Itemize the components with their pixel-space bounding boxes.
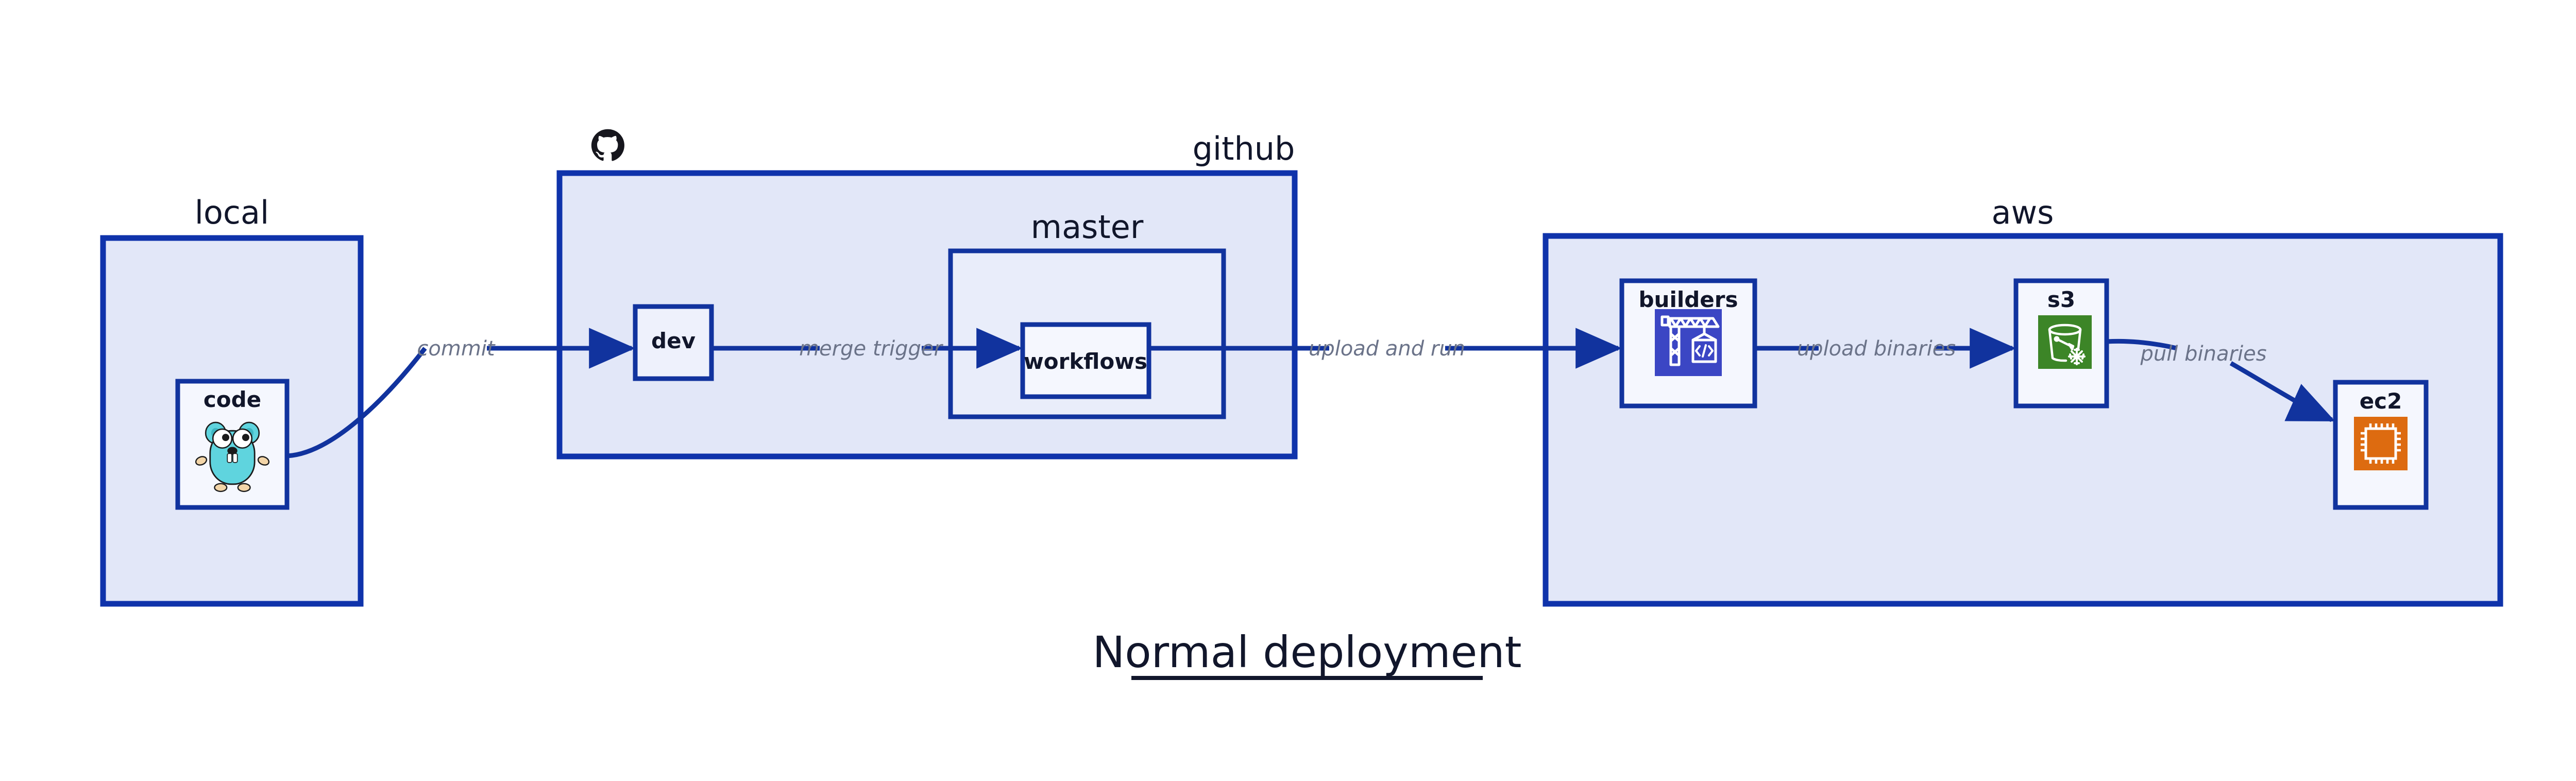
node-dev-label: dev: [651, 328, 696, 353]
edge-pull-binaries-line-b: [2229, 361, 2335, 422]
subgroup-master-label: master: [1031, 208, 1144, 246]
diagram-title-text: Normal deployment: [1092, 627, 1521, 677]
node-workflows[interactable]: workflows: [1020, 322, 1151, 399]
node-builders-label: builders: [1638, 287, 1738, 312]
group-aws[interactable]: aws builders: [1543, 194, 2503, 607]
group-local-label: local: [195, 194, 269, 231]
node-workflows-label: workflows: [1024, 349, 1147, 374]
edge-upload-binaries[interactable]: upload binaries: [1755, 328, 2016, 369]
go-gopher-icon: [195, 421, 270, 493]
diagram-title: Normal deployment: [1092, 627, 1522, 680]
group-github-label: github: [1193, 130, 1295, 167]
edge-pull-binaries[interactable]: pull binaries: [2106, 338, 2335, 422]
group-github[interactable]: github master workflows dev: [556, 129, 1298, 460]
edge-upload-binaries-label: upload binaries: [1797, 337, 1956, 361]
edge-merge-trigger[interactable]: merge trigger: [711, 328, 1023, 369]
node-code[interactable]: code: [175, 379, 290, 510]
github-octocat-icon: [591, 129, 624, 161]
node-s3[interactable]: s3: [2013, 278, 2109, 409]
node-ec2-label: ec2: [2360, 388, 2402, 414]
aws-s3-bucket-icon: [2038, 315, 2092, 369]
diagram-title-underline: [1131, 676, 1483, 680]
edge-pull-binaries-label: pull binaries: [2140, 342, 2266, 366]
node-builders[interactable]: builders: [1619, 278, 1757, 409]
edge-commit-line-a: [286, 347, 427, 459]
node-code-label: code: [204, 387, 261, 412]
group-aws-label: aws: [1991, 194, 2054, 231]
edge-upload-and-run-label: upload and run: [1309, 337, 1465, 361]
subgroup-master[interactable]: master workflows: [948, 208, 1226, 419]
edge-pull-binaries-line-a: [2106, 338, 2178, 351]
edge-commit[interactable]: commit: [286, 328, 636, 459]
edge-upload-and-run[interactable]: upload and run: [1149, 328, 1622, 369]
node-ec2[interactable]: ec2: [2333, 380, 2429, 510]
group-local[interactable]: local code: [100, 194, 364, 607]
edge-commit-label: commit: [417, 337, 496, 361]
edge-merge-trigger-label: merge trigger: [799, 337, 943, 361]
aws-crane-builders-icon: [1655, 309, 1722, 376]
node-dev[interactable]: dev: [633, 304, 714, 381]
aws-ec2-chip-icon: [2354, 417, 2408, 470]
node-s3-label: s3: [2047, 287, 2075, 312]
